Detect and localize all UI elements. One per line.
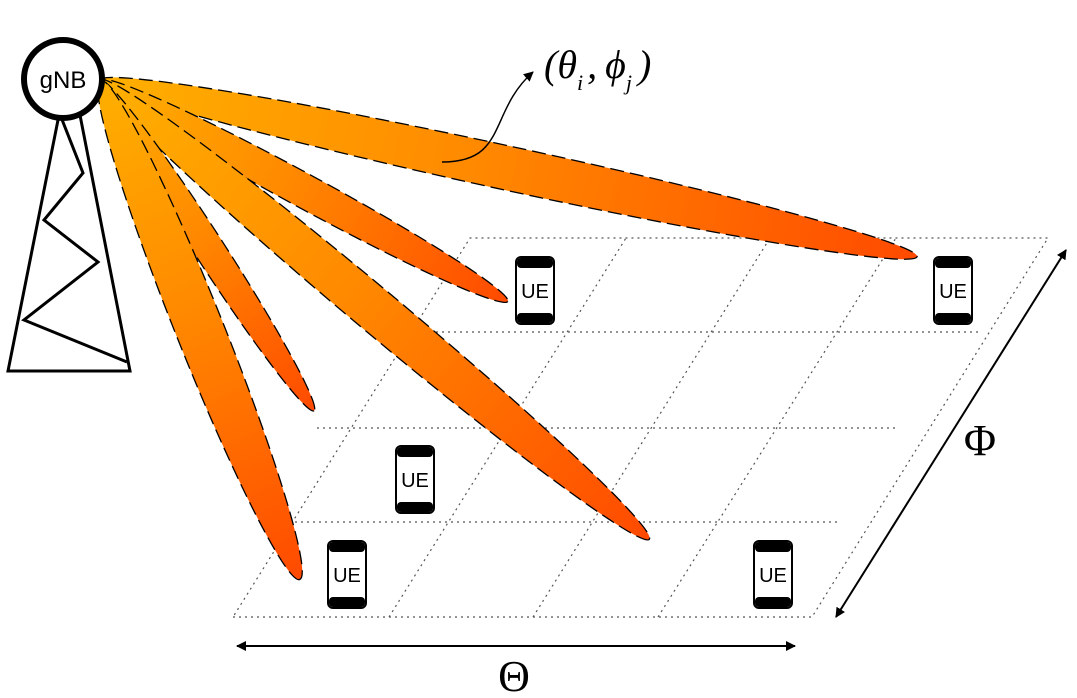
ue-label: UE [939, 281, 967, 303]
ue-device: UE [395, 445, 435, 514]
theta-axis-label: Θ [498, 652, 530, 698]
beam-annotation-arrow [441, 71, 534, 163]
gnb-label: gNB [40, 67, 87, 94]
beams [96, 76, 918, 581]
ue-label: UE [759, 565, 787, 587]
phi-dimension-arrow [835, 249, 1067, 618]
ue-device: UE [515, 256, 555, 325]
gnb-node: gNB [21, 37, 105, 121]
ue-device: UE [327, 540, 367, 609]
ue-label: UE [401, 470, 429, 492]
phi-axis-label: Φ [964, 416, 996, 465]
ue-device: UE [753, 540, 793, 609]
beam-angle-label: (θi,ϕj) [544, 42, 651, 95]
ue-label: UE [521, 281, 549, 303]
ue-device: UE [933, 256, 973, 325]
ue-label: UE [333, 565, 361, 587]
